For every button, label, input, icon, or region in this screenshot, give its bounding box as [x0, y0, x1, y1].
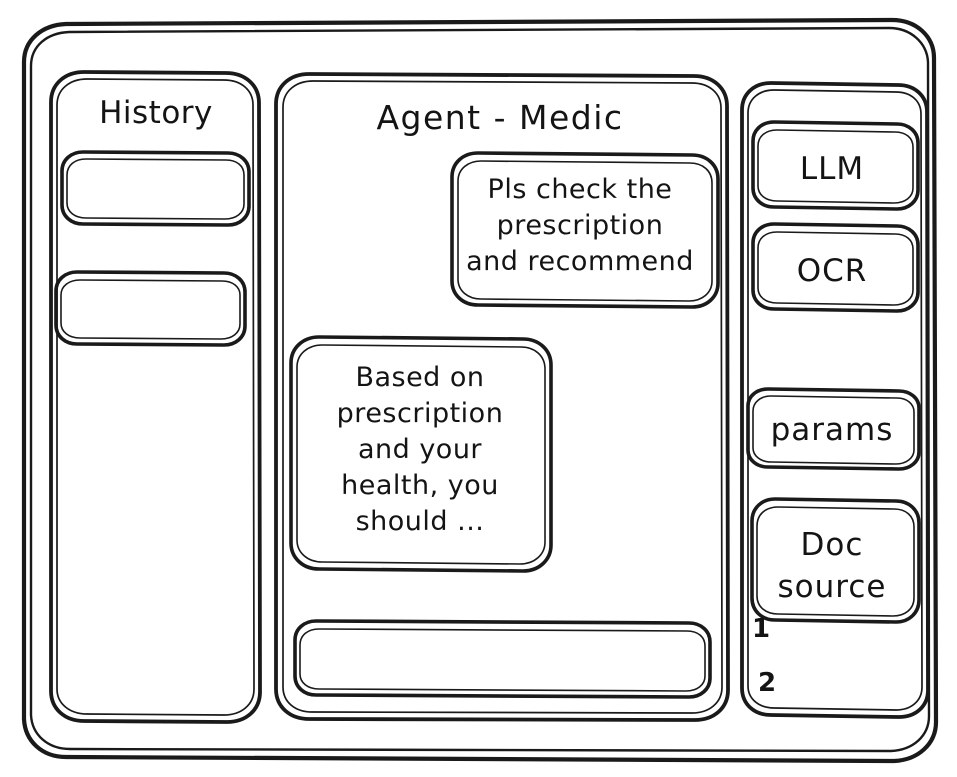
page-title: Agent - Medic: [376, 97, 624, 137]
user-message-text: Pls check the prescription and recommend: [466, 174, 694, 277]
doc-source-item-1[interactable]: 1: [752, 614, 771, 645]
chip-params-outline: [746, 387, 921, 471]
history-item-2[interactable]: [56, 272, 245, 345]
agent-panel-outline: [274, 72, 730, 722]
chip-ocr-outline: [751, 222, 920, 313]
chip-params[interactable]: params: [770, 412, 894, 449]
chip-ocr[interactable]: OCR: [796, 253, 868, 290]
composer-input-outline: [293, 619, 712, 699]
history-item-2-outline: [54, 270, 247, 347]
tools-panel-outline: [740, 81, 930, 719]
doc-source-item-2[interactable]: 2: [758, 668, 777, 699]
chip-llm[interactable]: LLM: [799, 151, 865, 188]
assistant-message-text: Based on prescription and your health, y…: [336, 362, 504, 537]
history-panel-outline: [49, 70, 262, 724]
chip-llm-outline: [751, 120, 920, 211]
agent-message-bubble-outline: [289, 335, 553, 573]
history-panel-title: History: [99, 95, 213, 132]
chip-doc-source-outline: [750, 497, 921, 624]
chip-doc-source[interactable]: Doc source: [777, 527, 887, 605]
composer-input[interactable]: [295, 621, 710, 697]
window-frame: [21, 17, 939, 764]
user-message-bubble-outline: [450, 151, 720, 309]
history-item-1-outline: [60, 150, 251, 227]
history-item-1[interactable]: [62, 152, 249, 225]
